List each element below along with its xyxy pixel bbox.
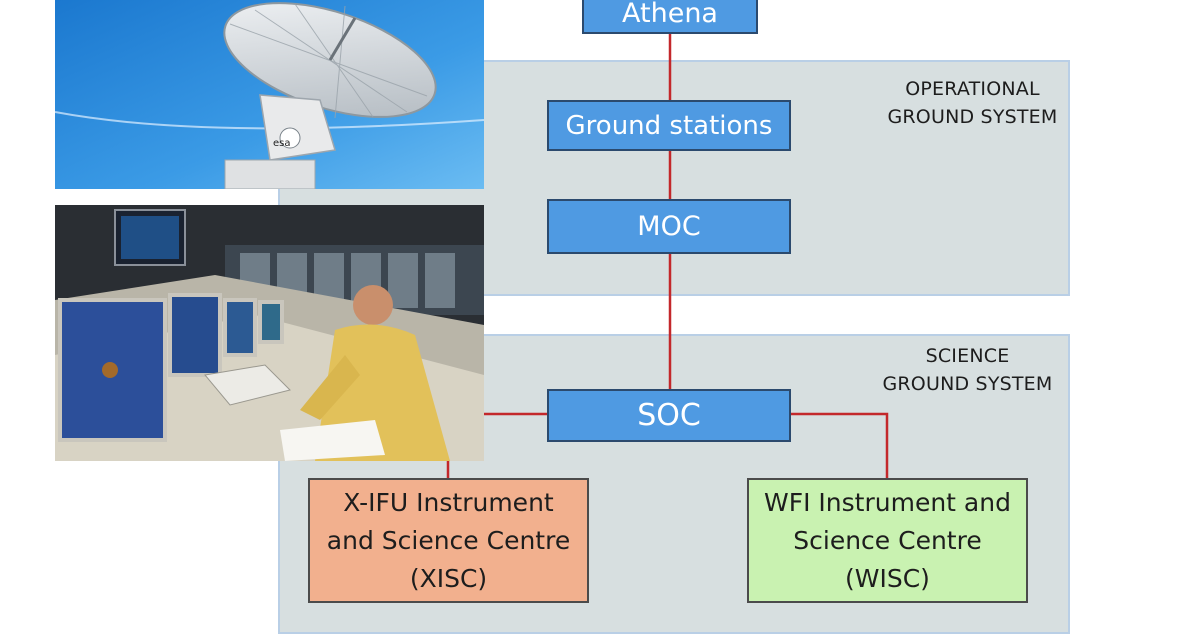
ground-stations-box: Ground stations xyxy=(547,100,791,151)
moc-box: MOC xyxy=(547,199,791,254)
ground-antenna-photo: esa xyxy=(55,0,484,189)
esa-logo-text: esa xyxy=(273,138,291,149)
operational-ground-system-label: OPERATIONAL GROUND SYSTEM xyxy=(887,78,1058,128)
xisc-box: X-IFU Instrument and Science Centre (XIS… xyxy=(308,478,589,603)
control-room-photo xyxy=(55,205,484,461)
link-soc-wisc xyxy=(790,412,889,479)
athena-box: Athena xyxy=(582,0,758,34)
wisc-box: WFI Instrument and Science Centre (WISC) xyxy=(747,478,1028,603)
science-ground-system-label: SCIENCE GROUND SYSTEM xyxy=(882,345,1053,395)
soc-box: SOC xyxy=(547,389,791,442)
